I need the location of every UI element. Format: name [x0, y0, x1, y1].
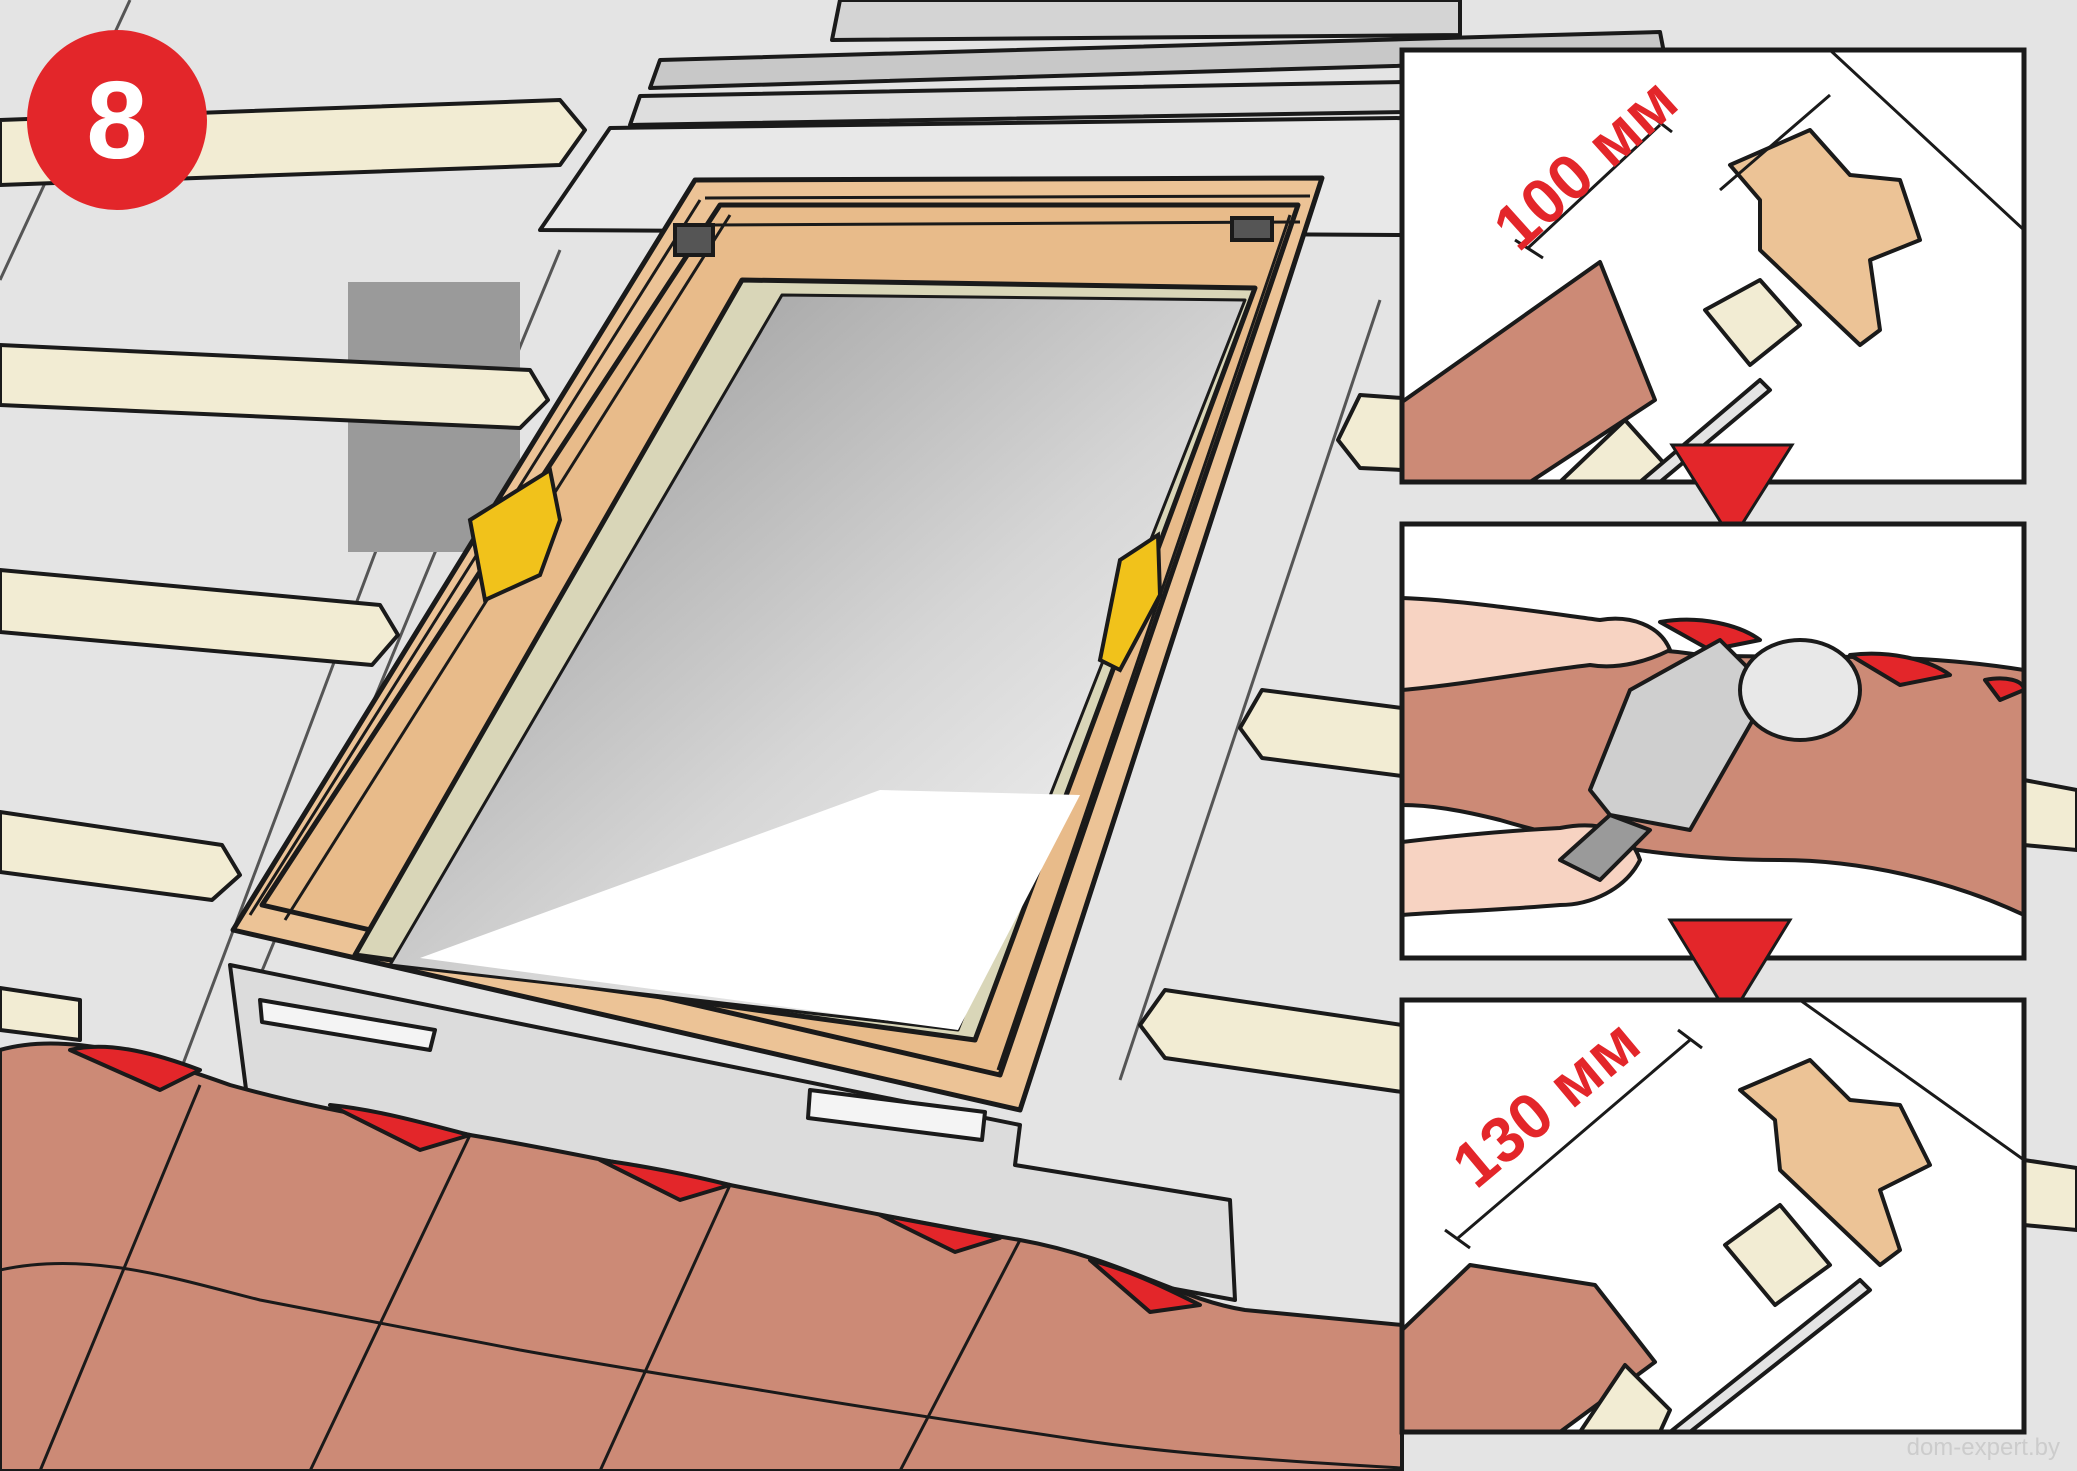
tile-red-edge: [68, 1044, 202, 1092]
top-clip-left: [673, 223, 715, 257]
bracket-left: [467, 466, 563, 603]
step-badge: 8: [27, 30, 207, 210]
arrow-down-2: [1667, 918, 1793, 1021]
watermark: dom-expert.by: [1907, 1434, 2060, 1461]
bracket-right: [1097, 531, 1163, 673]
dimension-line-top: [1514, 113, 1673, 260]
hinge-brackets: [467, 216, 1274, 673]
frame-section: [1738, 1058, 1932, 1267]
counter-batten: [1578, 1363, 1672, 1432]
grinder-disc: [1738, 638, 1862, 742]
angle-grinder: [1588, 638, 1772, 832]
flashing-edge: [1638, 378, 1772, 482]
tile-red-edge: [1088, 1258, 1202, 1314]
batten: [1138, 988, 1404, 1094]
upper-hand: [1402, 596, 1672, 692]
batten: [0, 810, 242, 902]
tile-red-edge: [1658, 617, 1762, 652]
step-number: 8: [86, 59, 147, 182]
batten: [2022, 778, 2077, 852]
detail-panel-bottom: 130 мм: [1399, 997, 2027, 1435]
tile-red-edge: [1983, 676, 2024, 702]
tile-section: [1402, 260, 1657, 482]
glass-reflection: [420, 790, 1080, 1030]
batten: [1336, 393, 1404, 472]
dimension-line-bottom: [1444, 1028, 1703, 1250]
step-circle: [27, 30, 207, 210]
flashing-edge: [1668, 1278, 1872, 1432]
frame-section: [1728, 128, 1922, 347]
batten-section: [1723, 1203, 1832, 1307]
battens-right: [1138, 393, 2077, 1232]
batten: [0, 986, 82, 1042]
tile-red-edge: [878, 1213, 1002, 1254]
detail-panel-middle: [1399, 521, 2027, 961]
arrow-down-1: [1669, 443, 1795, 543]
batten: [0, 568, 400, 667]
tile-red-edge: [1848, 651, 1952, 687]
top-clip-right: [1230, 216, 1274, 242]
batten: [0, 343, 550, 430]
batten: [2022, 1158, 2077, 1232]
batten: [1238, 688, 1404, 778]
skylight-frame: [230, 175, 1325, 1113]
roof-tiles: [0, 1041, 1404, 1471]
tile-section: [1402, 1263, 1657, 1432]
batten-section: [1703, 278, 1802, 367]
detail-panel-top: 100 мм: [1399, 47, 2027, 485]
